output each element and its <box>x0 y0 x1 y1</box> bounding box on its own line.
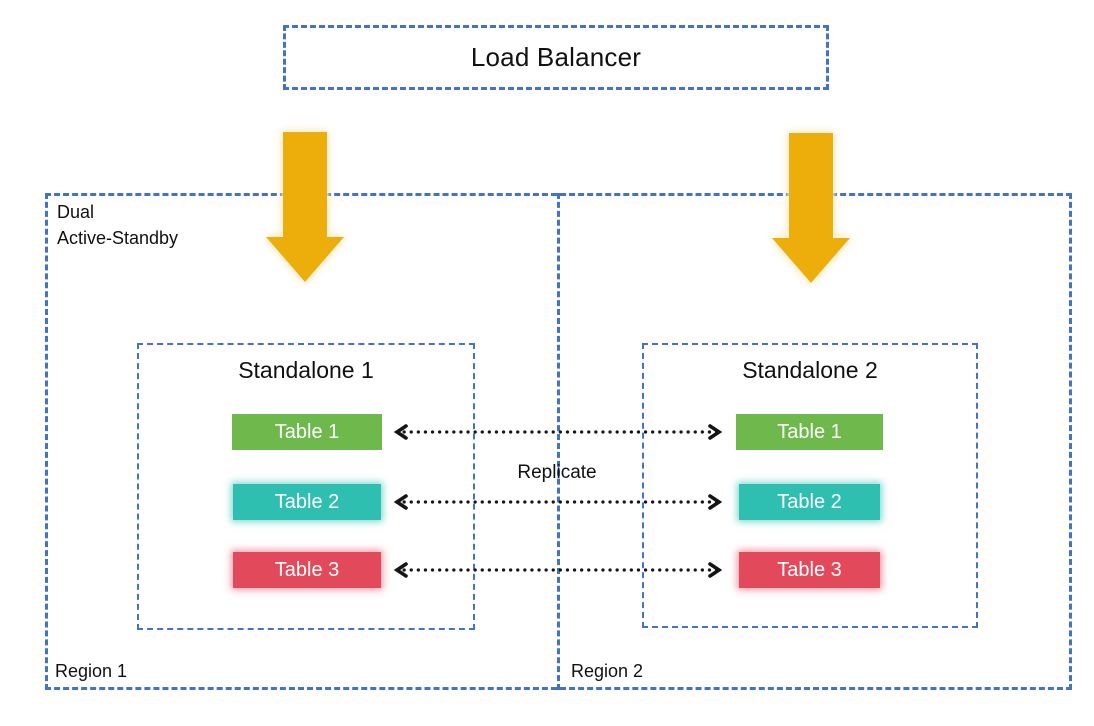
region-2-label: Region 2 <box>571 661 644 681</box>
load-balancer-label: Load Balancer <box>470 42 642 72</box>
group-label-line1: Dual <box>57 202 95 222</box>
standalone-2-title: Standalone 2 <box>742 357 878 383</box>
region-1-label: Region 1 <box>55 661 128 681</box>
group-label-line2: Active-Standby <box>57 228 179 248</box>
table-chip-s2-table2: Table 2 <box>739 484 880 520</box>
table-chip-s2-table3: Table 3 <box>739 552 880 588</box>
standalone-1-title: Standalone 1 <box>238 357 374 383</box>
region-divider-line <box>557 193 560 690</box>
table-chip-s1-table3: Table 3 <box>233 552 381 588</box>
group-label: Dual Active-Standby <box>57 199 178 251</box>
standalone-1-box: Standalone 1 <box>137 343 475 630</box>
load-balancer-box: Load Balancer <box>283 25 829 90</box>
table-chip-s1-table1: Table 1 <box>232 414 382 450</box>
replicate-label: Replicate <box>517 462 597 483</box>
standalone-2-box: Standalone 2 <box>642 343 978 628</box>
table-chip-s2-table1: Table 1 <box>736 414 883 450</box>
table-chip-s1-table2: Table 2 <box>233 484 381 520</box>
